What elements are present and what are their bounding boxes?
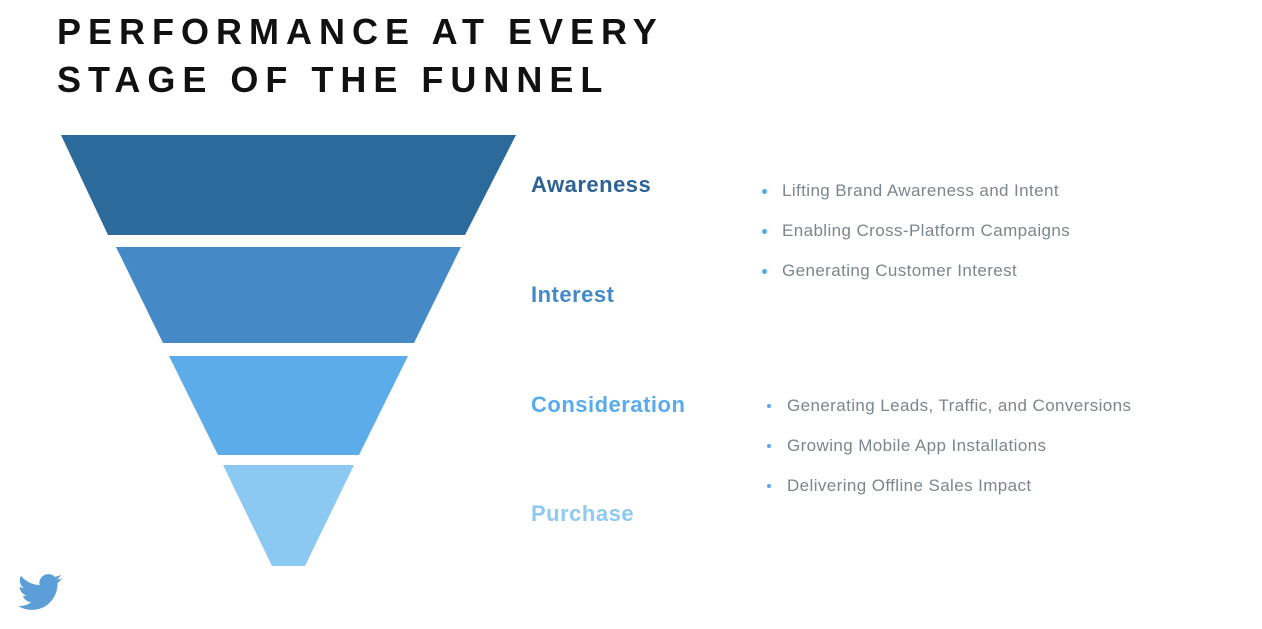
list-item: Generating Customer Interest	[762, 251, 1070, 291]
bullet-label: Enabling Cross-Platform Campaigns	[782, 221, 1071, 240]
list-item: Growing Mobile App Installations	[767, 426, 1131, 466]
twitter-bird-icon	[18, 574, 62, 610]
bullet-label: Generating Customer Interest	[782, 261, 1018, 280]
list-item: Lifting Brand Awareness and Intent	[762, 171, 1070, 211]
bullet-icon	[762, 188, 767, 194]
stage-label-consideration: Consideration	[531, 392, 686, 417]
funnel-stage-interest-shape	[116, 247, 461, 343]
bullet-label: Delivering Offline Sales Impact	[787, 476, 1032, 495]
bullet-icon	[762, 228, 767, 234]
funnel-stage-consideration-shape	[169, 356, 408, 455]
bullet-label: Lifting Brand Awareness and Intent	[782, 181, 1059, 200]
bullet-list-lower-funnel: Generating Leads, Traffic, and Conversio…	[767, 386, 1131, 506]
bullet-list-upper-funnel: Lifting Brand Awareness and Intent Enabl…	[762, 171, 1070, 291]
bullet-label: Growing Mobile App Installations	[787, 436, 1047, 455]
stage-label-purchase: Purchase	[531, 501, 635, 526]
bullet-icon	[767, 444, 771, 448]
funnel-stage-purchase-shape	[223, 465, 354, 566]
list-item: Generating Leads, Traffic, and Conversio…	[767, 386, 1131, 426]
title-line-1: PERFORMANCE AT EVERY	[57, 11, 664, 52]
bullet-icon	[762, 268, 767, 274]
funnel-stage-awareness-shape	[61, 135, 516, 235]
list-item: Delivering Offline Sales Impact	[767, 466, 1131, 506]
title-line-2: STAGE OF THE FUNNEL	[57, 59, 610, 100]
list-item: Enabling Cross-Platform Campaigns	[762, 211, 1070, 251]
page-title: PERFORMANCE AT EVERY STAGE OF THE FUNNEL	[57, 8, 664, 104]
bullet-label: Generating Leads, Traffic, and Conversio…	[787, 396, 1132, 415]
funnel-diagram	[61, 135, 516, 566]
bullet-icon	[767, 484, 771, 488]
bullet-icon	[767, 404, 771, 408]
stage-label-interest: Interest	[531, 282, 615, 307]
stage-label-awareness: Awareness	[531, 172, 652, 197]
twitter-bird-path	[18, 574, 62, 610]
